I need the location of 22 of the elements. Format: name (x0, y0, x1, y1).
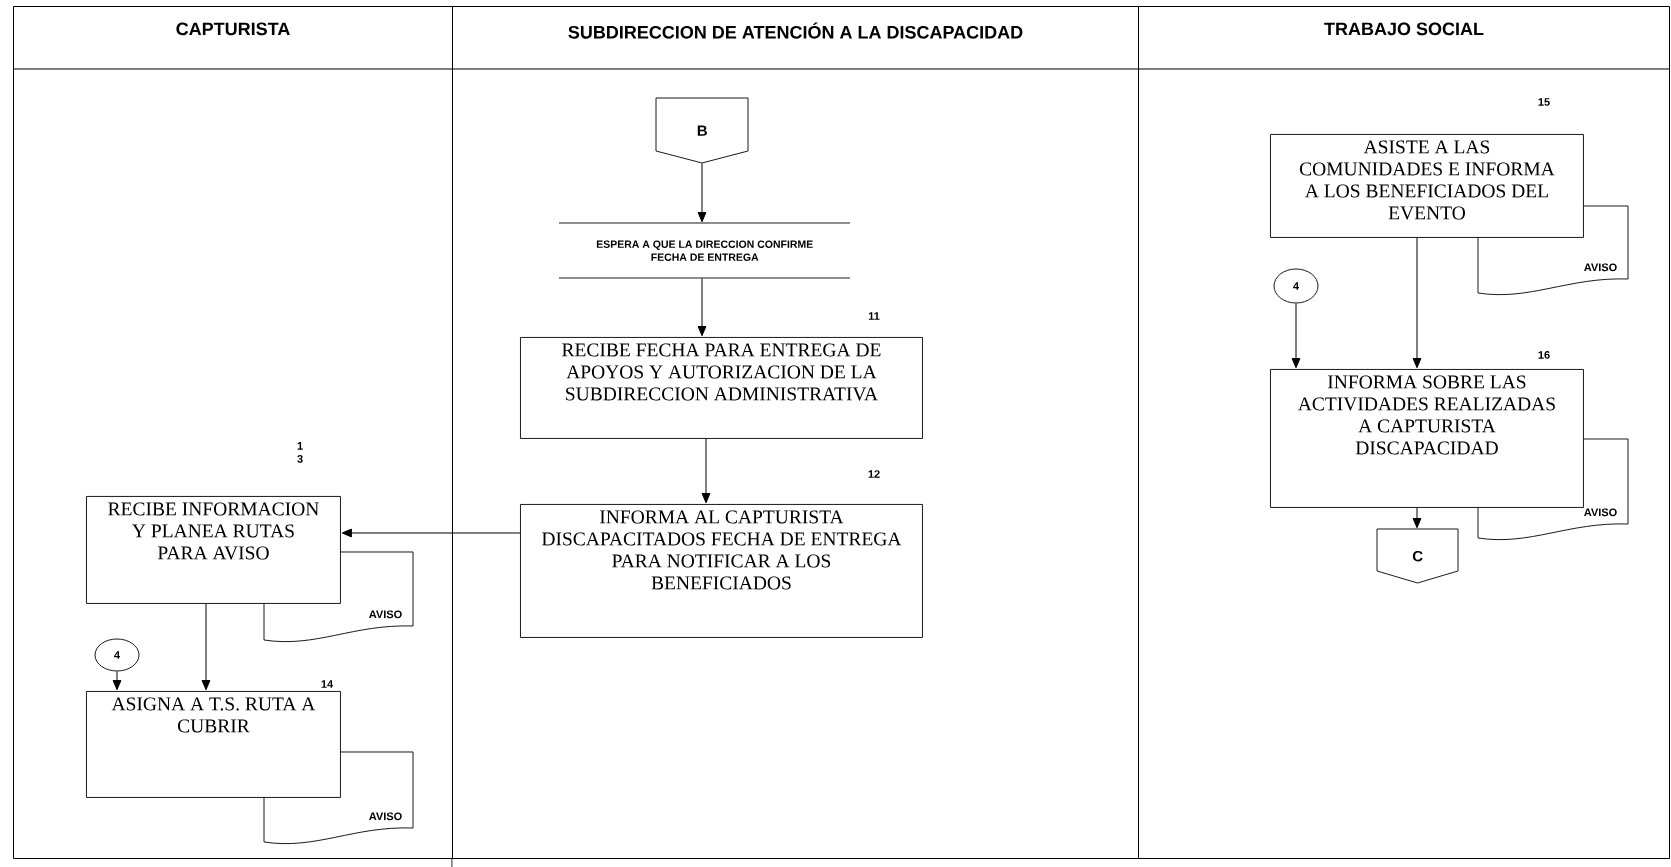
process-box: ASIGNA A T.S. RUTA A CUBRIR (86, 691, 341, 798)
arrow (201, 603, 211, 691)
arrow (112, 670, 122, 691)
arrow (1291, 302, 1301, 369)
arrow (1412, 237, 1422, 369)
step-number: 16 (1538, 351, 1550, 359)
wait-band: ESPERA A QUE LA DIRECCION CONFIRME FECHA DE ENTREGA (558, 222, 851, 279)
process-box: INFORMA AL CAPTURISTA DISCAPACITADOS FECHA DE ENTREGA PARA NOTIFICAR A LOS BENEFICIADOS (520, 504, 923, 638)
process-box: RECIBE INFORMACION Y PLANEA RUTAS PARA AVISO (86, 496, 341, 604)
arrow (697, 277, 707, 337)
off-page-connector: C (1376, 528, 1459, 584)
step-number: 15 (1538, 98, 1550, 106)
step-number: 14 (321, 680, 334, 688)
arrow (341, 528, 521, 538)
step-number: 1 3 (297, 442, 303, 463)
arrow (701, 438, 711, 504)
step-number: 11 (868, 312, 880, 320)
arrow (697, 162, 707, 223)
step-number: 12 (868, 470, 880, 478)
off-page-connector: B (655, 97, 749, 164)
process-box: RECIBE FECHA PARA ENTREGA DE APOYOS Y AUTORIZACION DE LA SUBDIRECCION ADMINISTRATIVA (520, 337, 923, 439)
arrow (1412, 507, 1422, 529)
